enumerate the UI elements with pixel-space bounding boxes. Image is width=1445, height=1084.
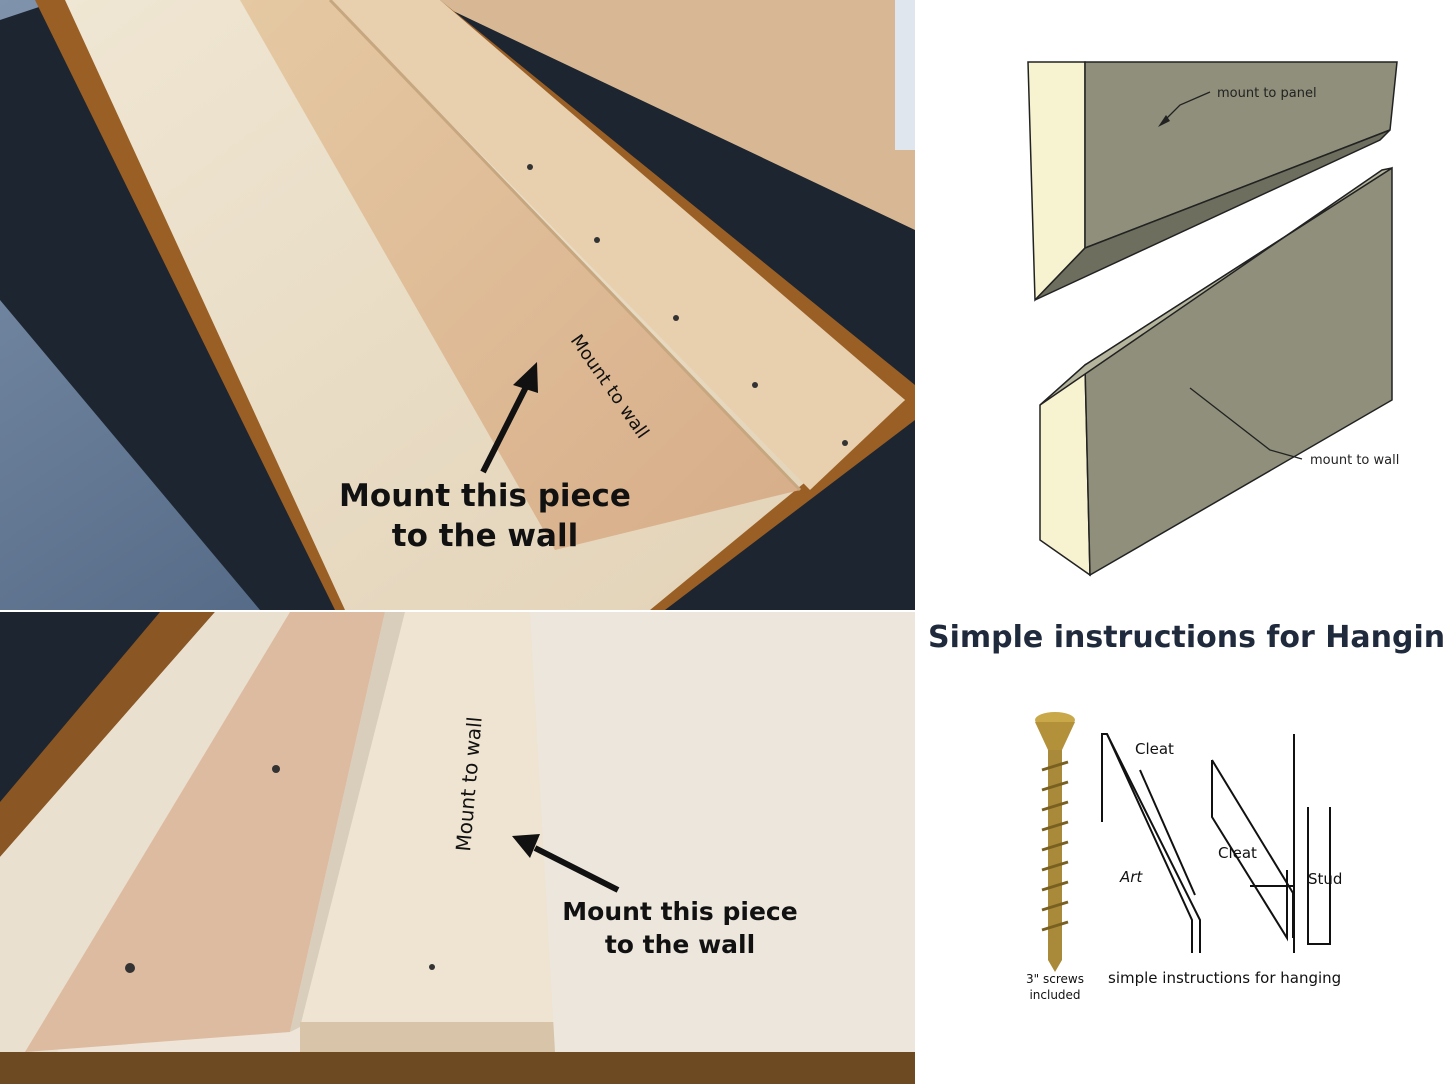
bottom-caption-line1: Mount this piece [562,897,798,926]
arrow-icon [512,834,540,858]
top-caption-line1: Mount this piece [339,478,631,514]
screw-icon [1035,712,1075,972]
top-photo-illustration: Mount to wall [0,0,915,610]
label-mount-to-panel: mount to panel [1217,86,1317,101]
french-cleat-diagram: mount to panel mount to wall [1027,61,1399,577]
heading: Simple instructions for Hanging [928,620,1445,655]
label-cleat-top: Cleat [1135,740,1174,758]
label-stud: Stud [1308,870,1342,888]
bottom-photo: Mount to wall Mount this piece to the wa… [0,612,915,1084]
label-cleat: Cleat [1218,844,1257,862]
arrow-icon [513,362,538,393]
top-photo: Mount to wall Mount this piece to the wa… [0,0,915,610]
screw-caption-line1: 3" screws [1026,972,1084,986]
screw-caption-line2: included [1029,988,1080,1002]
hanging-caption: simple instructions for hanging [1108,969,1341,987]
bottom-caption-line2: to the wall [604,929,756,959]
label-mount-to-wall: mount to wall [1310,453,1399,468]
top-caption: Mount this piece to the wall [320,476,650,557]
bottom-photo-illustration: Mount to wall [0,612,915,1084]
top-caption-line2: to the wall [391,518,579,555]
hanging-diagram: Cleat Cleat Art Stud 3" screws included … [1026,712,1342,1002]
lower-cleat-end [1039,363,1091,577]
label-art: Art [1119,868,1143,886]
bottom-caption: Mount this piece to the wall [540,896,820,961]
